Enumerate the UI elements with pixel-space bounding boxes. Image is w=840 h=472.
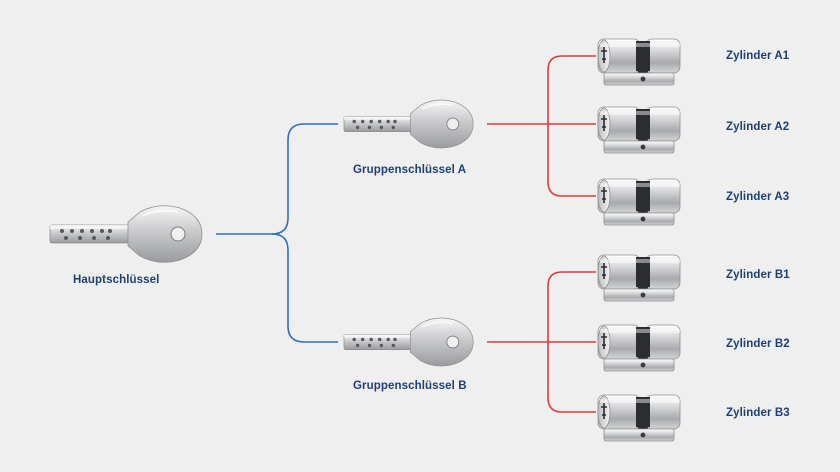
group-key-a-icon xyxy=(343,99,475,149)
group-key-b-icon xyxy=(343,317,475,367)
cylinder-a3-icon xyxy=(597,178,681,226)
cylinder-a2-label: Zylinder A2 xyxy=(726,121,790,133)
master-key-label: Hauptschlüssel xyxy=(73,274,160,286)
group-key-b-label: Gruppenschlüssel B xyxy=(353,380,467,392)
master-key-icon xyxy=(49,204,203,264)
link-group-a-to-a3 xyxy=(547,124,596,197)
cylinder-b1-icon xyxy=(597,254,681,302)
cylinder-b1-label: Zylinder B1 xyxy=(726,269,790,281)
cylinder-a1-icon xyxy=(597,38,681,86)
link-group-b-to-b3 xyxy=(547,342,596,413)
link-group-a-to-a1 xyxy=(547,55,596,124)
link-master-to-group-b xyxy=(271,233,338,343)
cylinder-a1-label: Zylinder A1 xyxy=(726,50,790,62)
cylinder-b2-label: Zylinder B2 xyxy=(726,338,790,350)
cylinder-b3-icon xyxy=(597,394,681,442)
cylinder-a2-icon xyxy=(597,106,681,154)
link-group-b-to-b1 xyxy=(547,271,596,342)
cylinder-b2-icon xyxy=(597,324,681,372)
link-master-to-group-a xyxy=(216,123,338,235)
group-key-a-label: Gruppenschlüssel A xyxy=(353,164,467,176)
cylinder-a3-label: Zylinder A3 xyxy=(726,191,790,203)
cylinder-b3-label: Zylinder B3 xyxy=(726,407,790,419)
